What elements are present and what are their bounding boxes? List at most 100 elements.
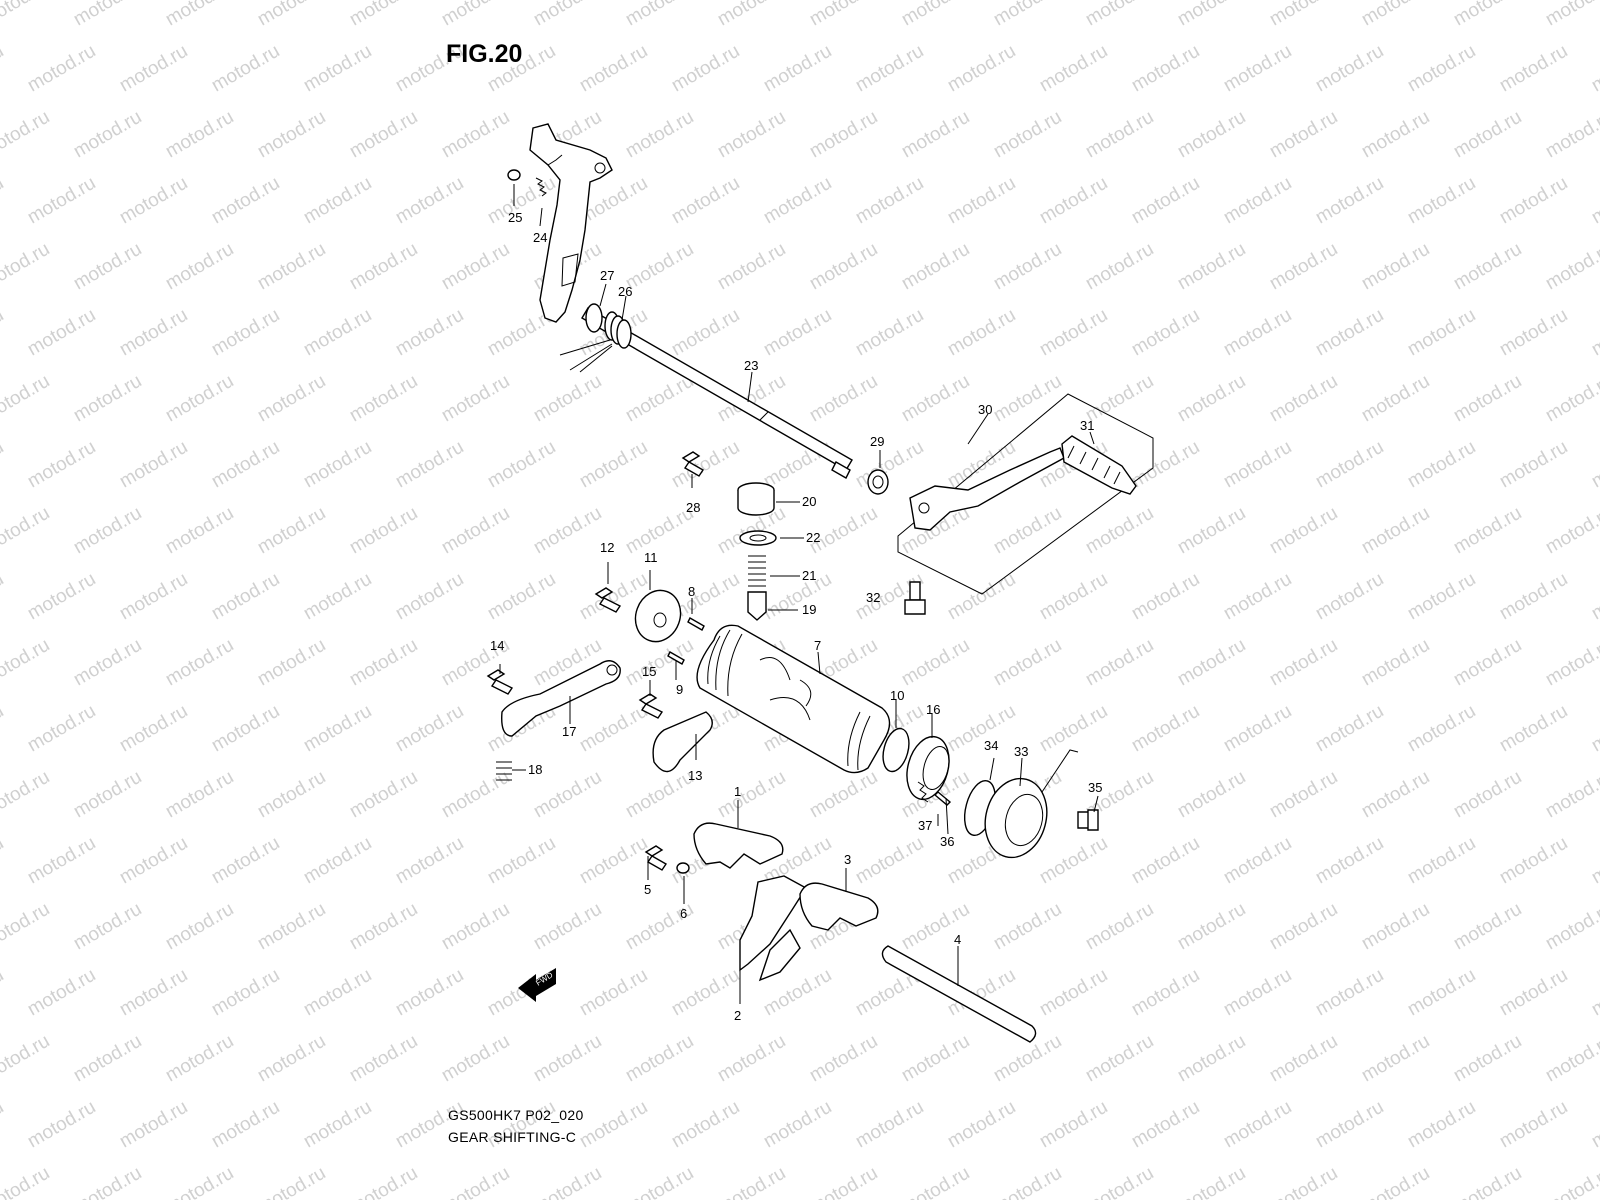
watermark-text: motod.ru [1588, 569, 1600, 625]
callout-21: 21 [802, 568, 816, 583]
watermark-text: motod.ru [852, 305, 927, 361]
watermark-text: motod.ru [530, 0, 605, 30]
gearshift-lever [897, 393, 1154, 595]
watermark-text: motod.ru [392, 437, 467, 493]
watermark-text: motod.ru [1496, 41, 1571, 97]
watermark-text: motod.ru [1036, 41, 1111, 97]
watermark-text: motod.ru [24, 305, 99, 361]
callout-23: 23 [744, 358, 758, 373]
callout-11: 11 [644, 550, 658, 565]
watermark-text: motod.ru [1404, 1097, 1479, 1153]
watermark-text: motod.ru [116, 41, 191, 97]
watermark-text: motod.ru [254, 899, 329, 955]
watermark-text: motod.ru [300, 41, 375, 97]
callout-33: 33 [1014, 744, 1028, 759]
watermark-text: motod.ru [0, 1163, 53, 1200]
watermark-text: motod.ru [162, 0, 237, 30]
watermark-text: motod.ru [1496, 173, 1571, 229]
watermark-text: motod.ru [1128, 965, 1203, 1021]
callout-8: 8 [688, 584, 695, 599]
watermark-text: motod.ru [70, 1031, 145, 1087]
watermark-text: motod.ru [116, 965, 191, 1021]
watermark-text: motod.ru [1496, 569, 1571, 625]
watermark-text: motod.ru [852, 1097, 927, 1153]
watermark-text: motod.ru [944, 41, 1019, 97]
watermark-text: motod.ru [24, 833, 99, 889]
watermark-text: motod.ru [0, 305, 7, 361]
watermark-text: motod.ru [990, 371, 1065, 427]
watermark-text: motod.ru [438, 767, 513, 823]
watermark-text: motod.ru [1036, 569, 1111, 625]
watermark-text: motod.ru [1588, 965, 1600, 1021]
watermark-text: motod.ru [208, 965, 283, 1021]
watermark-text: motod.ru [1542, 503, 1600, 559]
watermark-text: motod.ru [622, 371, 697, 427]
watermark-text: motod.ru [438, 899, 513, 955]
watermark-text: motod.ru [116, 833, 191, 889]
watermark-text: motod.ru [806, 239, 881, 295]
figure-code: GS500HK7 P02_020 [448, 1107, 584, 1123]
watermark-text: motod.ru [1174, 503, 1249, 559]
watermark-text: motod.ru [1312, 305, 1387, 361]
watermark-text: motod.ru [1496, 701, 1571, 757]
watermark-text: motod.ru [1266, 635, 1341, 691]
watermark-text: motod.ru [0, 371, 53, 427]
watermark-text: motod.ru [300, 965, 375, 1021]
watermark-text: motod.ru [530, 371, 605, 427]
watermark-text: motod.ru [1036, 701, 1111, 757]
watermark-text: motod.ru [1266, 0, 1341, 30]
watermark-text: motod.ru [1082, 635, 1157, 691]
watermark-text: motod.ru [1266, 503, 1341, 559]
watermark-text: motod.ru [116, 305, 191, 361]
watermark-text: motod.ru [1128, 173, 1203, 229]
watermark-text: motod.ru [1266, 239, 1341, 295]
callout-16: 16 [926, 702, 940, 717]
watermark-text: motod.ru [24, 173, 99, 229]
watermark-text: motod.ru [1082, 1031, 1157, 1087]
watermark-text: motod.ru [70, 635, 145, 691]
watermark-text: motod.ru [622, 1031, 697, 1087]
watermark-text: motod.ru [346, 1163, 421, 1200]
watermark-text: motod.ru [1542, 899, 1600, 955]
watermark-text: motod.ru [484, 833, 559, 889]
callout-13: 13 [688, 768, 702, 783]
watermark-text: motod.ru [1174, 767, 1249, 823]
watermark-text: motod.ru [300, 1097, 375, 1153]
watermark-text: motod.ru [346, 635, 421, 691]
watermark-text: motod.ru [944, 305, 1019, 361]
watermark-text: motod.ru [484, 437, 559, 493]
watermark-text: motod.ru [438, 239, 513, 295]
watermark-text: motod.ru [1220, 569, 1295, 625]
watermark-text: motod.ru [990, 0, 1065, 30]
watermark-text: motod.ru [1358, 0, 1433, 30]
watermark-text: motod.ru [898, 371, 973, 427]
watermark-text: motod.ru [254, 767, 329, 823]
watermark-text: motod.ru [1358, 635, 1433, 691]
watermark-text: motod.ru [668, 1097, 743, 1153]
callout-24: 24 [533, 230, 547, 245]
watermark-text: motod.ru [254, 503, 329, 559]
watermark-text: motod.ru [254, 1031, 329, 1087]
watermark-text: motod.ru [1358, 1031, 1433, 1087]
watermark-text: motod.ru [622, 767, 697, 823]
watermark-text: motod.ru [208, 173, 283, 229]
watermark-text: motod.ru [0, 41, 7, 97]
watermark-text: motod.ru [346, 767, 421, 823]
watermark-text: motod.ru [1174, 635, 1249, 691]
watermark-text: motod.ru [438, 371, 513, 427]
figure-title: FIG.20 [446, 40, 523, 68]
watermark-text: motod.ru [1266, 1031, 1341, 1087]
watermark-text: motod.ru [1588, 305, 1600, 361]
watermark-text: motod.ru [1496, 437, 1571, 493]
watermark-text: motod.ru [990, 107, 1065, 163]
watermark-text: motod.ru [1082, 107, 1157, 163]
watermark-text: motod.ru [1358, 899, 1433, 955]
watermark-text: motod.ru [852, 437, 927, 493]
callout-34: 34 [984, 738, 998, 753]
watermark-text: motod.ru [254, 239, 329, 295]
watermark-text: motod.ru [1036, 173, 1111, 229]
watermark-text: motod.ru [0, 833, 7, 889]
watermark-text: motod.ru [70, 239, 145, 295]
watermark-text: motod.ru [530, 899, 605, 955]
watermark-text: motod.ru [576, 833, 651, 889]
